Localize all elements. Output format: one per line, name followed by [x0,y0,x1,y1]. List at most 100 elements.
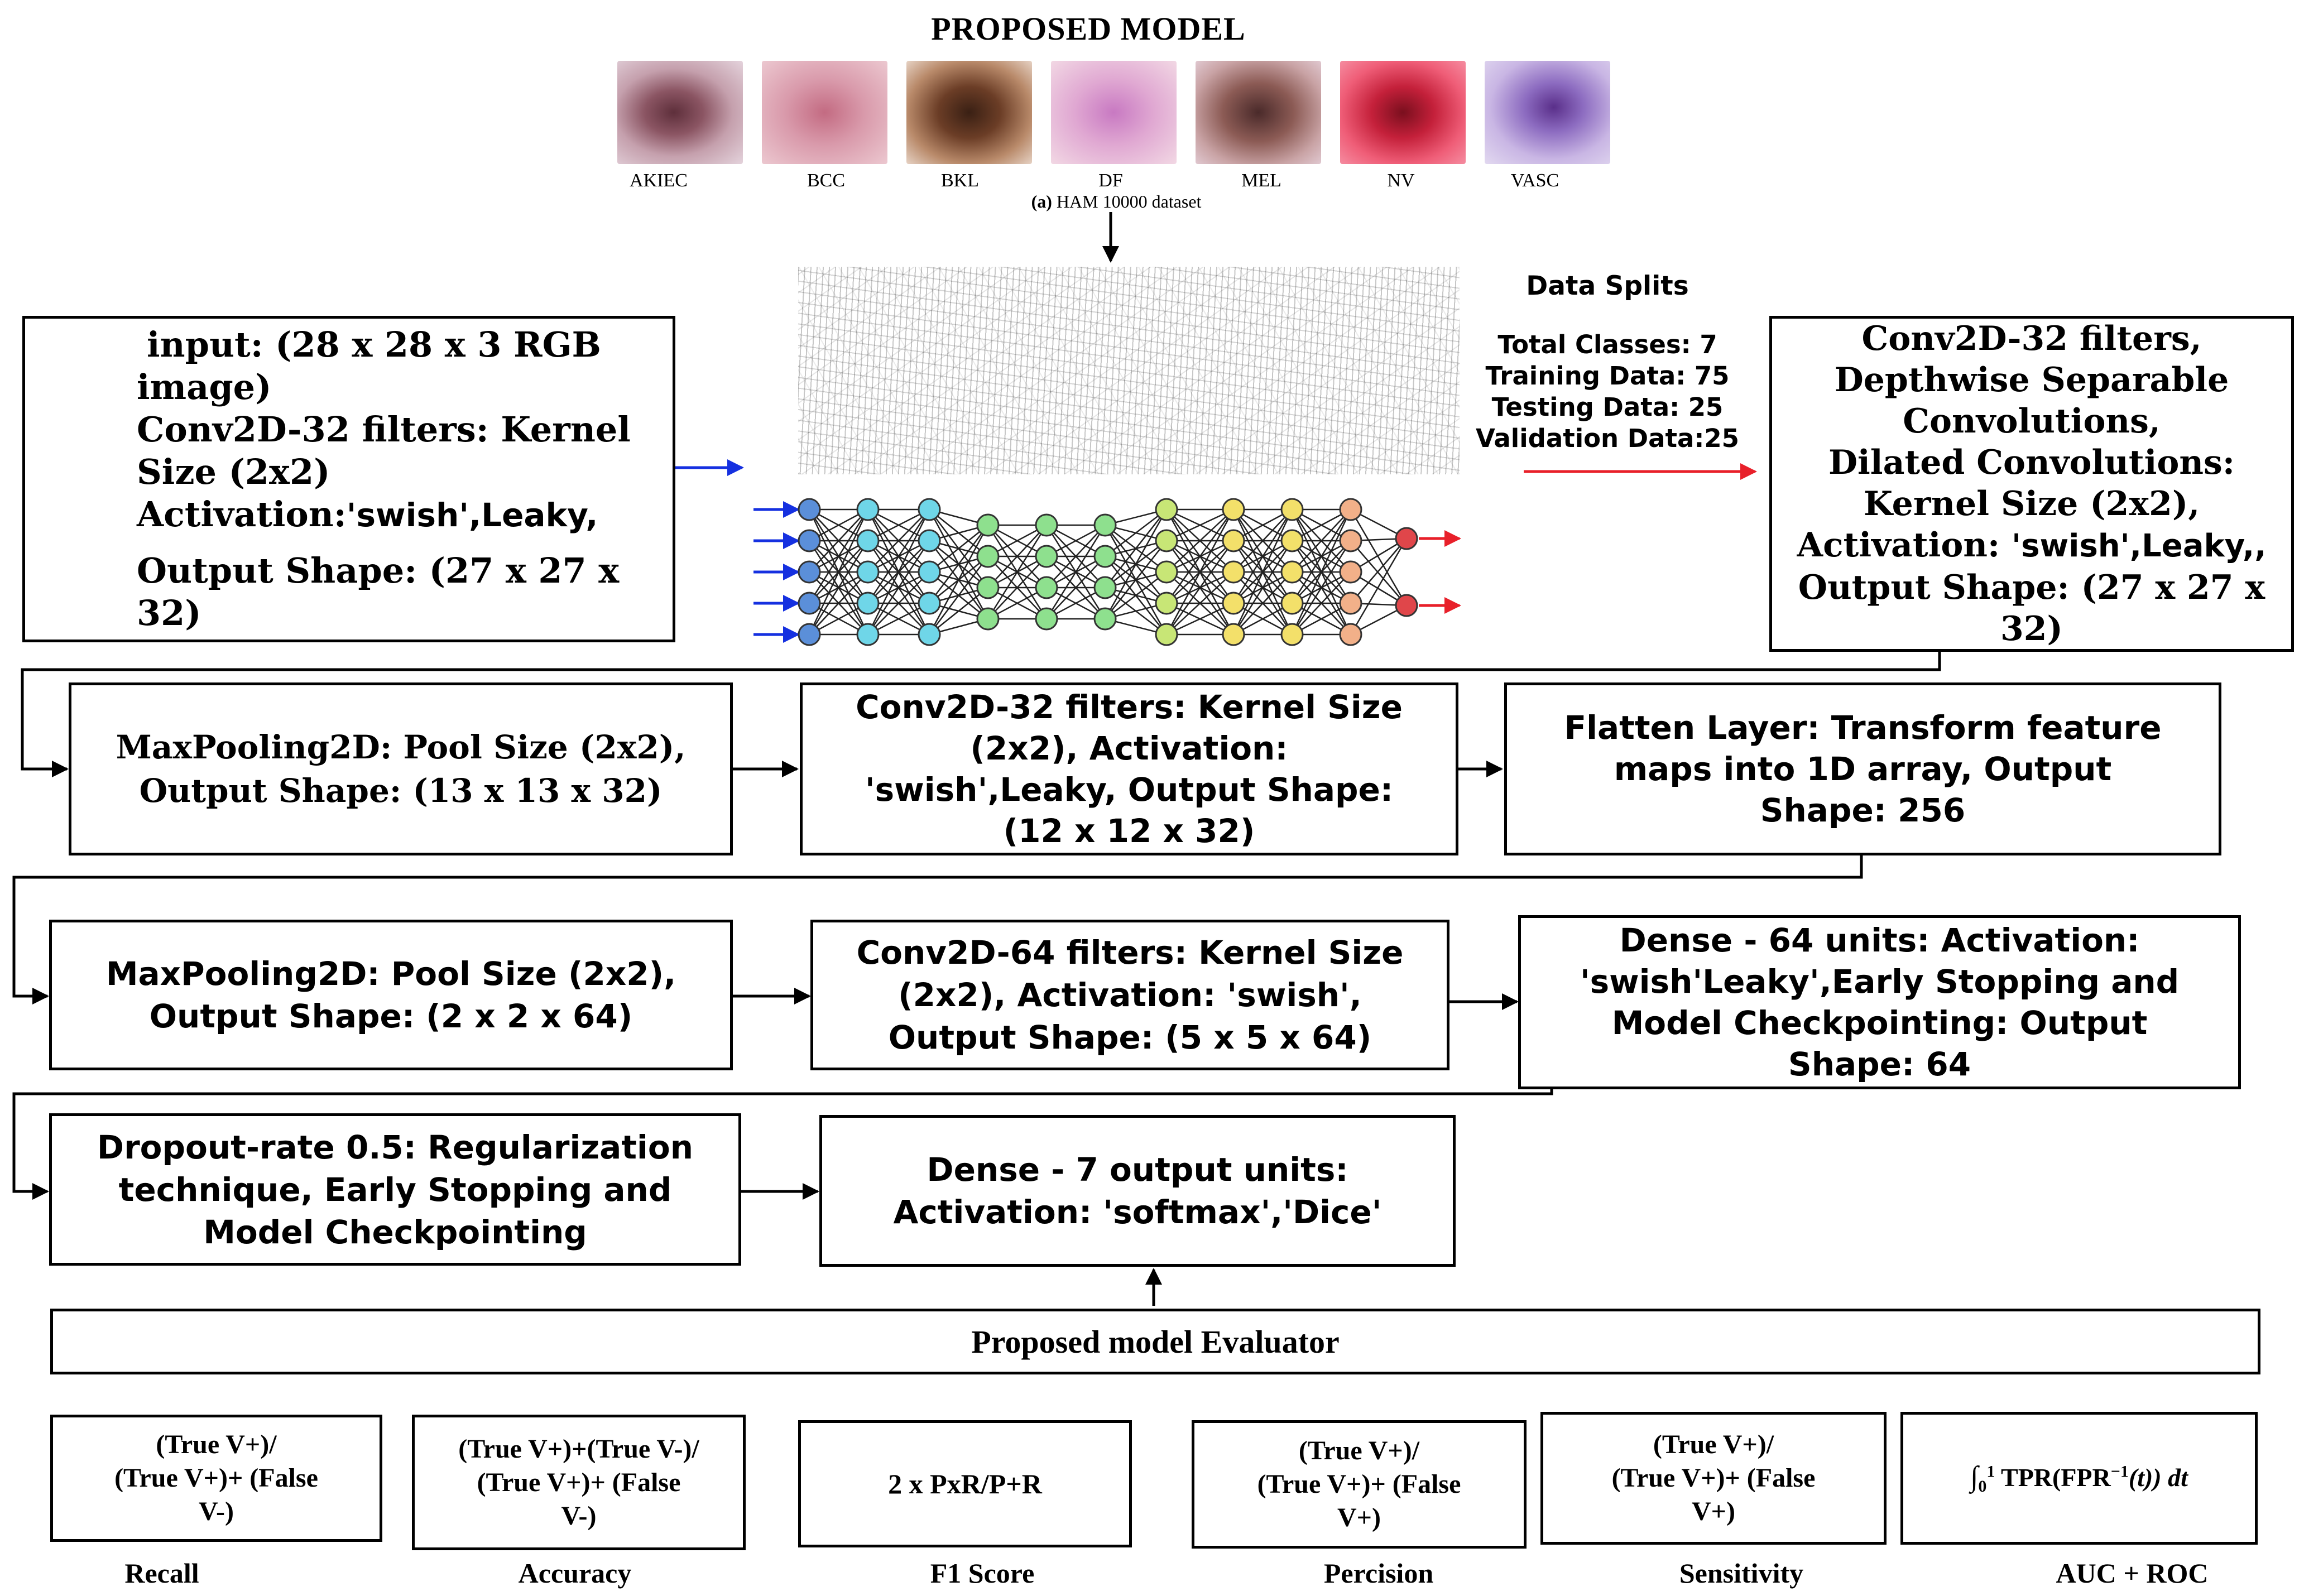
nn-node [856,592,880,615]
nn-edge [1292,509,1351,573]
nn-edge [1292,571,1351,635]
nn-node [1155,529,1178,552]
metric-recall-f3: V-) [198,1497,234,1526]
dense7-box: Dense - 7 output units: Activation: 'sof… [819,1115,1456,1267]
nn-edge [1166,602,1234,636]
nn-node [1035,545,1058,568]
input-line4: Size (2x2) [137,451,330,492]
nn-edge [1232,540,1293,635]
nn-node [1280,592,1304,615]
nn-node [1155,592,1178,615]
input-conv-box: input: (28 x 28 x 3 RGB image) Conv2D-32… [22,316,675,642]
thumb-bkl [906,61,1032,164]
maxpool2-box: MaxPooling2D: Pool Size (2x2), Output Sh… [49,920,733,1070]
nn-edge [1233,571,1293,635]
metric-recall-f1: (True V+)/ [156,1430,277,1459]
nn-edge [867,571,930,635]
nn-edge [1105,509,1167,588]
conv-dw-line6-a: Activation: [1797,526,2000,565]
nn-edge [929,525,988,573]
conv2-box: Conv2D-32 filters: Kernel Size (2x2), Ac… [800,682,1458,855]
nn-edge [1350,509,1408,606]
dense7-line2: Activation: 'softmax','Dice' [893,1193,1382,1231]
nn-node [1093,545,1117,568]
validation-data: Validation Data:25 [1476,424,1739,453]
nn-node [918,592,941,615]
dense7-line1: Dense - 7 output units: [927,1151,1348,1189]
evaluator-label: Proposed model Evaluator [971,1323,1340,1360]
nn-node [1222,592,1245,615]
nn-node [1222,623,1245,646]
metric-auc-formula: ∫01 TPR(FPR−1(t)) dt [1970,1460,2188,1496]
nn-node [1222,529,1245,552]
conv-dw-line6-b: 'swish',Leaky,, [2012,528,2267,564]
nn-node [976,545,1000,568]
nn-edge [1233,509,1293,573]
evaluator-box: Proposed model Evaluator [50,1309,2260,1374]
nn-node [1280,529,1304,552]
maxpool1-line2: Output Shape: (13 x 13 x 32) [139,772,663,810]
connector-row2-to-row3 [12,855,1863,1004]
conv3-line3: Output Shape: (5 x 5 x 64) [888,1018,1372,1056]
nn-edge [1104,509,1168,619]
metric-accuracy-f2: (True V+)+ (False [477,1467,681,1497]
connector-row1-to-row2 [21,652,1941,777]
nn-edge [867,509,930,573]
metric-auc-exponent: −1 [2110,1462,2129,1481]
nn-edge [1105,571,1167,619]
thumb-df [1051,61,1177,164]
nn-node [1155,623,1178,646]
conv-dw-line5: Kernel Size (2x2), [1863,484,2200,523]
metric-accuracy-f3: V-) [561,1501,597,1531]
page-title: PROPOSED MODEL [931,11,1246,47]
metric-recall-f2: (True V+)+ (False [114,1463,318,1493]
nn-node [976,576,1000,599]
nn-edge [987,556,1047,619]
metric-f1-f1: 2 x PxR/P+R [888,1468,1042,1499]
input-line6: Output Shape: (27 x 27 x [137,550,620,591]
class-label-mel: MEL [1241,170,1281,191]
nn-node [1222,560,1245,584]
nn-edge [1166,571,1234,635]
nn-edge [808,509,869,635]
nn-node [798,592,821,615]
nn-node [918,498,941,521]
nn-edge [928,525,989,635]
thumb-bcc [762,61,887,164]
nn-edge [1046,525,1106,588]
metric-name-precision: Percision [1323,1557,1434,1589]
nn-edge [809,509,868,573]
maxpool2-line1: MaxPooling2D: Pool Size (2x2), [105,955,676,993]
nn-edge [867,509,930,604]
nn-edge [1105,540,1167,619]
nn-edge [1165,540,1235,635]
thumb-vasc [1485,61,1610,164]
nn-edge [1166,508,1234,542]
metric-recall-box: (True V+)/ (True V+)+ (False V-) [50,1415,382,1542]
thumb-nv [1340,61,1466,164]
nn-edge [1046,556,1106,619]
flatten-line3: Shape: 256 [1760,791,1966,829]
nn-edge [1105,509,1167,557]
nn-edge [929,556,988,635]
nn-node [918,529,941,552]
nn-node [856,560,880,584]
conv3-line1: Conv2D-64 filters: Kernel Size [856,934,1404,972]
nn-node [1339,529,1362,552]
conv-dw-line7: Output Shape: (27 x 27 x [1798,568,2265,607]
class-label-df: DF [1098,170,1123,191]
nn-edge [808,540,869,635]
flatten-line2: maps into 1D array, Output [1614,750,2112,788]
metric-precision-f3: V+) [1337,1503,1381,1532]
input-line5-b: 'swish',Leaky, [346,496,598,534]
input-line5-a: Activation: [137,494,347,535]
nn-edge [929,525,988,604]
total-classes: Total Classes: 7 [1497,330,1717,359]
nn-edge [1291,509,1352,635]
thumb-mel [1196,61,1321,164]
nn-node [798,498,821,521]
nn-node [1093,513,1117,537]
metric-precision-f2: (True V+)+ (False [1257,1469,1461,1499]
nn-node [1222,498,1245,521]
input-line3: Conv2D-32 filters: Kernel [137,409,631,450]
